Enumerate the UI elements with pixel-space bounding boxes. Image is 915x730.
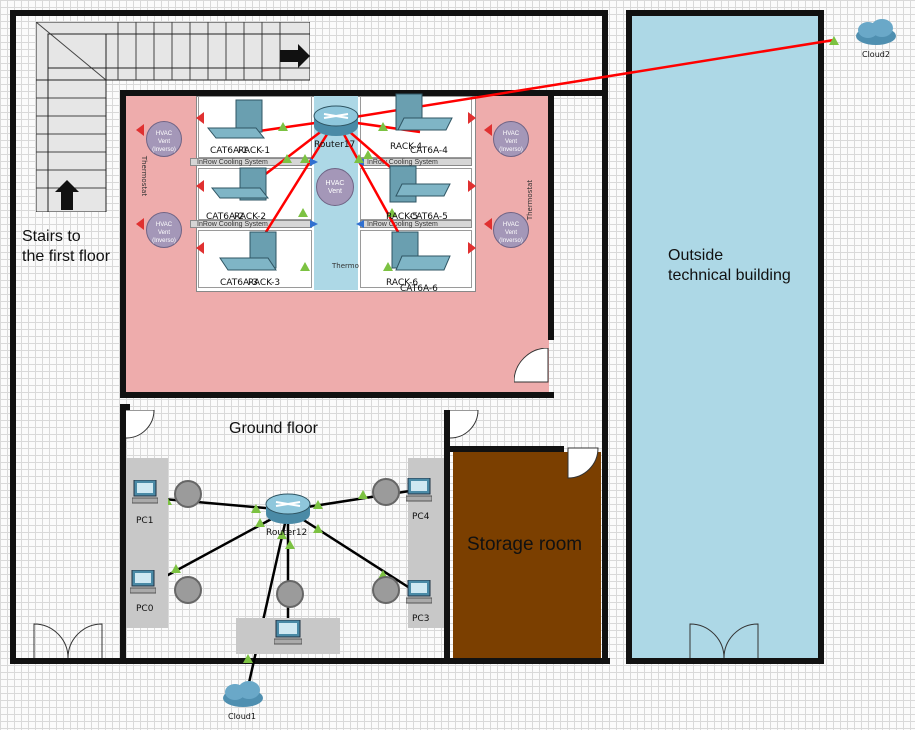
storage-room-area[interactable] (453, 452, 601, 658)
desk-pc-icon[interactable] (273, 619, 303, 646)
server-icon (210, 167, 270, 201)
outside-building-label: Outside technical building (668, 247, 791, 284)
rack-4-label: RACK-4 (390, 142, 423, 152)
pc4-icon[interactable] (405, 477, 433, 502)
chair-5 (276, 580, 304, 608)
cloud1-label: Cloud1 (228, 712, 256, 721)
server-icon (391, 231, 451, 271)
pc3-icon[interactable] (405, 579, 433, 604)
ground-wall-top-left (120, 404, 130, 410)
stairs-label: Stairs to the first floor (22, 228, 111, 265)
wall-left (10, 10, 16, 664)
link-router17-rack3 (254, 119, 338, 249)
wall-top-left (10, 10, 608, 16)
door-main-entrance[interactable] (32, 622, 104, 660)
rack-1-label: RACK-1 (238, 146, 271, 156)
cable-5-label: CAT6A-5 (410, 212, 448, 222)
hvac-vent-left-bottom[interactable]: HVAC Vent (Inverso) (146, 212, 182, 248)
hvac-vent-center[interactable]: HVAC Vent (316, 168, 354, 206)
cloud2-icon (856, 19, 896, 45)
router12-label: Router12 (266, 528, 308, 538)
storage-wall-top (444, 446, 564, 452)
chair-4 (372, 576, 400, 604)
cloud2-label: Cloud2 (862, 50, 890, 59)
router17-icon (313, 105, 359, 136)
server-icon (219, 231, 277, 271)
door-ground-right[interactable] (449, 409, 480, 440)
door-server-room[interactable] (513, 347, 550, 384)
rack-5-label: RACK-5 (386, 212, 419, 222)
outside-wall-top (626, 10, 824, 16)
hvac-vent-left-top[interactable]: HVAC Vent (Inverso) (146, 121, 182, 157)
server-wall-bottom (120, 392, 554, 398)
cloud1-icon (223, 681, 263, 707)
pc3-label: PC3 (412, 614, 430, 624)
airflow-arrows (136, 112, 492, 254)
storage-room-label: Storage room (467, 534, 583, 555)
link-router12-pc3 (287, 508, 417, 594)
server-icon (389, 165, 451, 203)
cable-3-label: CAT6A-3 (220, 278, 258, 288)
router12-icon (265, 493, 311, 524)
stairs-arrow-up-icon (55, 180, 79, 210)
server-wall-left (120, 90, 126, 398)
cable-6-label: CAT6A-6 (400, 284, 438, 294)
link-router12-cloud1 (244, 509, 290, 697)
server-icon (206, 99, 266, 139)
door-outside-building[interactable] (688, 622, 760, 660)
hvac-vent-right-top[interactable]: HVAC Vent (Inverso) (493, 121, 529, 157)
pc0-label: PC0 (136, 604, 154, 614)
door-ground-left[interactable] (125, 409, 156, 440)
chair-2 (174, 576, 202, 604)
cable-4-label: CAT6A-4 (410, 146, 448, 156)
cable-2-label: CAT6A-2 (206, 212, 244, 222)
router17-label: Router17 (314, 140, 356, 150)
cable-1-label: CAT6A-1 (210, 146, 248, 156)
server-wall-right (548, 90, 554, 340)
link-router12-pc0 (143, 508, 289, 590)
outside-wall-right (818, 10, 824, 664)
server-wall-top (120, 90, 602, 96)
pc1-icon[interactable] (131, 479, 159, 504)
rack-equipment (206, 93, 453, 271)
ground-wall-right (444, 410, 450, 662)
hvac-vent-right-bottom[interactable]: HVAC Vent (Inverso) (493, 212, 529, 248)
pc4-label: PC4 (412, 512, 430, 522)
door-storage[interactable] (566, 446, 600, 480)
pc1-label: PC1 (136, 516, 154, 526)
rack-3-label: RACK-3 (248, 278, 281, 288)
chair-1 (174, 480, 202, 508)
rack-2-label: RACK-2 (234, 212, 267, 222)
wall-right-main (602, 10, 608, 664)
ground-wall-left (120, 410, 126, 662)
staircase (35, 21, 311, 213)
server-icon (395, 93, 453, 131)
wall-bottom-left (10, 658, 610, 664)
rack-6-label: RACK-6 (386, 278, 419, 288)
link-router17-rack6 (334, 119, 410, 251)
pc0-icon[interactable] (129, 569, 157, 594)
outside-building-area[interactable] (632, 14, 820, 660)
outside-wall-bottom (626, 658, 824, 664)
outside-wall-left (626, 10, 632, 664)
thermo-center[interactable]: Thermo (332, 262, 359, 270)
chair-3 (372, 478, 400, 506)
ground-floor-label: Ground floor (229, 420, 318, 437)
stairs-arrow-right-icon (280, 44, 310, 68)
